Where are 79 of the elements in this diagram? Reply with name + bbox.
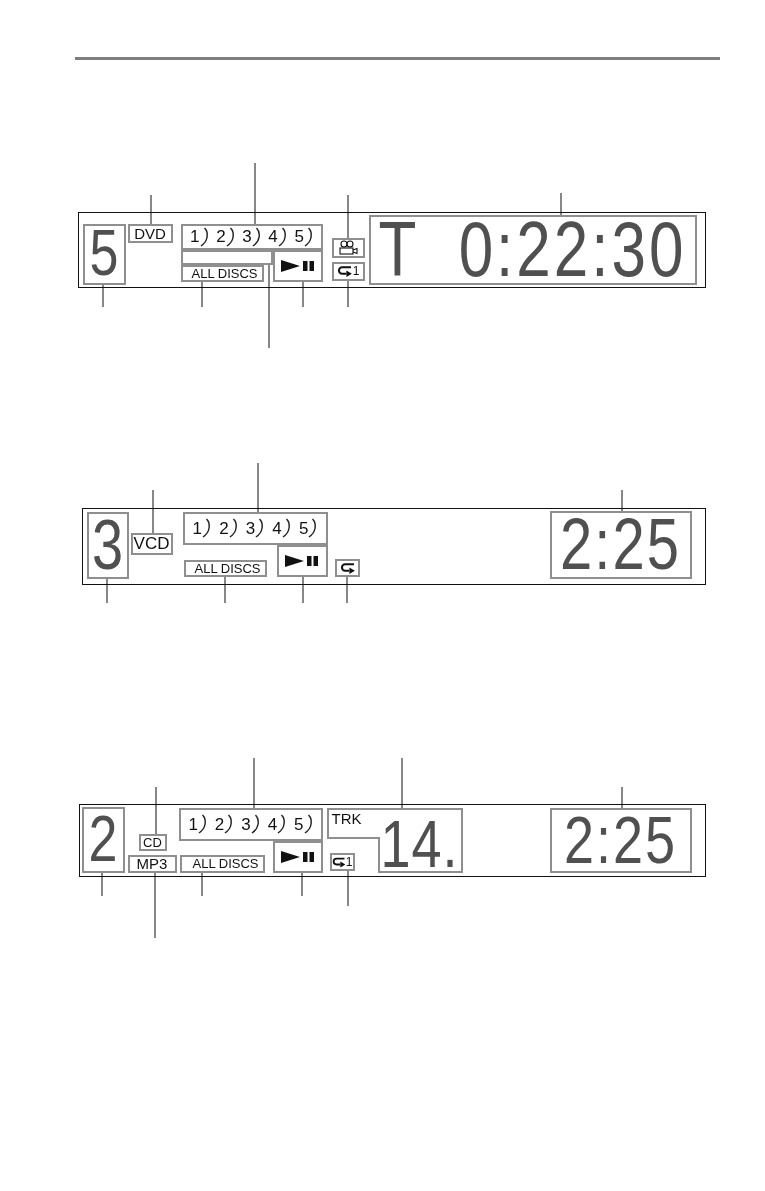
segment-digits: 5 — [89, 228, 119, 280]
play-mode-indicator: ALL DISCS — [183, 559, 267, 577]
leader-line — [268, 264, 270, 349]
disc-tray-indicator — [178, 807, 323, 841]
leader-line — [201, 872, 203, 897]
disc-number-display — [81, 806, 125, 873]
disc-type-indicator: DVD — [127, 223, 173, 243]
time-display — [368, 214, 697, 285]
display-panel — [79, 804, 706, 877]
tray-number: 5 — [298, 519, 309, 537]
leader-line — [102, 284, 104, 308]
segment-digits: T — [378, 218, 420, 281]
leader-line — [347, 194, 349, 239]
leader-line — [150, 194, 152, 225]
repeat-indicator — [329, 852, 355, 871]
disc-number-display — [86, 511, 129, 579]
tray-number: 3 — [241, 815, 251, 833]
tray-number: 2 — [214, 815, 225, 833]
display-panel — [78, 212, 706, 288]
disc-tray-indicator — [180, 223, 323, 250]
tray-number: 2 — [219, 519, 229, 537]
track-display — [326, 807, 463, 873]
leader-line — [201, 281, 203, 308]
disc-type-indicator: CD — [138, 833, 167, 851]
leader-line — [106, 578, 108, 604]
leader-line — [101, 872, 103, 897]
tray-number: 1 — [190, 228, 200, 245]
leader-line — [621, 489, 623, 512]
leader-line — [347, 870, 349, 907]
repeat-count: 1 — [352, 265, 360, 277]
leader-line — [401, 757, 403, 809]
track-label: TRK — [331, 810, 362, 826]
file-type-indicator: MP3 — [127, 854, 177, 873]
disc-type-indicator: VCD — [130, 532, 173, 555]
tray-number: 3 — [245, 519, 256, 537]
repeat-indicator — [334, 558, 360, 577]
leader-line — [154, 872, 156, 939]
tray-number: 4 — [272, 519, 282, 537]
display-panel — [82, 508, 706, 585]
segment-digits: 14. — [380, 816, 459, 871]
repeat-count: 1 — [345, 855, 353, 868]
audio-format-indicator — [180, 249, 273, 265]
leader-line — [257, 462, 259, 513]
disc-number-display — [82, 223, 126, 285]
play-status-indicator — [272, 840, 323, 873]
angle-indicator — [331, 237, 365, 258]
play-mode-indicator: ALL DISCS — [180, 264, 264, 282]
segment-digits: 3 — [91, 517, 124, 573]
segment-digits: 2:25 — [560, 515, 681, 574]
time-display — [549, 510, 692, 579]
leader-line — [302, 576, 304, 604]
tray-number: 1 — [188, 815, 198, 833]
leader-line — [621, 786, 623, 809]
leader-line — [253, 757, 255, 809]
tray-number: 5 — [294, 228, 304, 245]
leader-line — [346, 576, 348, 604]
leader-line — [560, 192, 562, 216]
tray-number: 5 — [294, 815, 304, 833]
segment-digits: 2:25 — [563, 813, 678, 867]
leader-line — [254, 162, 256, 225]
tray-number: 2 — [216, 228, 226, 245]
tray-number: 3 — [242, 228, 252, 245]
segment-digits: 2 — [88, 813, 118, 866]
segment-digits: 0:22:30 — [458, 218, 687, 281]
tray-number: 4 — [267, 815, 278, 833]
play-mode-indicator: ALL DISCS — [179, 854, 265, 873]
leader-line — [347, 280, 349, 308]
tray-number: 1 — [192, 519, 203, 537]
play-status-indicator — [272, 249, 323, 282]
leader-line — [155, 786, 157, 835]
leader-line — [224, 576, 226, 604]
time-display — [549, 807, 692, 873]
disc-tray-indicator — [182, 511, 328, 545]
tray-number: 4 — [268, 228, 278, 245]
leader-line — [301, 872, 303, 897]
leader-line — [152, 489, 154, 534]
leader-line — [302, 281, 304, 308]
repeat-indicator — [331, 261, 365, 281]
play-status-indicator — [276, 544, 328, 577]
